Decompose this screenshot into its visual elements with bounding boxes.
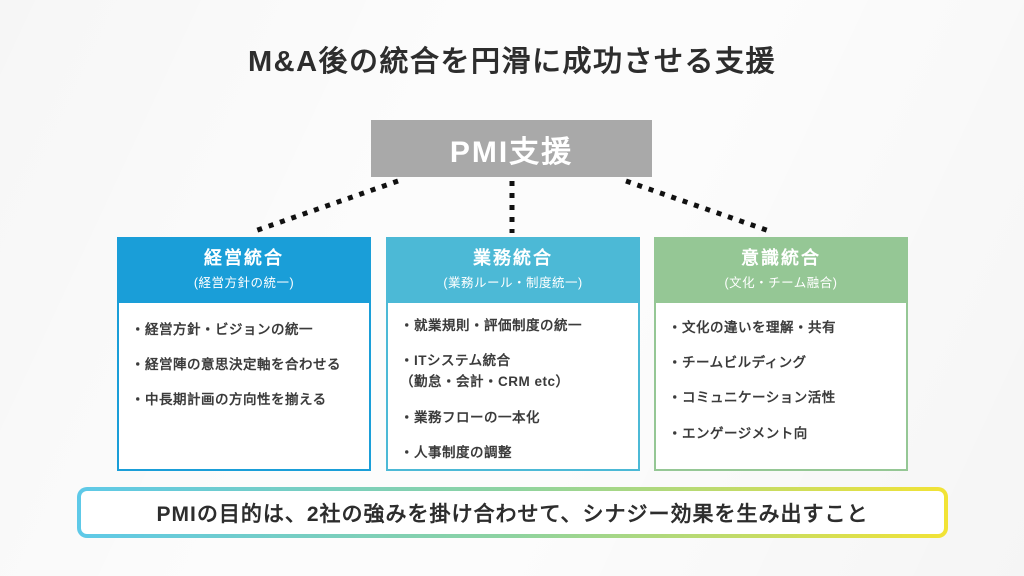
list-item: ・人事制度の調整 <box>400 444 512 460</box>
column-operations-integration: 業務統合 (業務ルール・制度統一) ・就業規則・評価制度の統一 ・ITシステム統… <box>386 237 640 471</box>
connector-line-left <box>251 178 399 235</box>
page-title: M&A後の統合を円滑に成功させる支援 <box>247 46 777 78</box>
list-item: ・文化の違いを理解・共有 <box>668 320 836 335</box>
footer-banner: PMIの目的は、2社の強みを掛け合わせて、シナジー効果を生み出すこと <box>77 487 948 538</box>
column-management-integration: 経営統合 (経営方針の統一) ・経営方針・ビジョンの統一 ・経営陣の意思決定軸を… <box>117 237 371 471</box>
root-box-pmi: PMI支援 <box>371 120 652 177</box>
column-subtitle: (経営方針の統一) <box>193 275 295 290</box>
column-body: ・文化の違いを理解・共有 ・チームビルディング ・コミュニケーション活性 ・エン… <box>654 301 908 471</box>
footer-text: PMIの目的は、2社の強みを掛け合わせて、シナジー効果を生み出すこと <box>81 491 944 534</box>
list-item: ・経営陣の意思決定軸を合わせる <box>131 357 341 373</box>
list-item: ・経営方針・ビジョンの統一 <box>131 322 313 337</box>
list-item: ・ITシステム統合 <box>400 353 511 369</box>
column-header: 意識統合 (文化・チーム融合) <box>654 237 908 301</box>
column-header: 経営統合 (経営方針の統一) <box>117 237 371 301</box>
column-body: ・経営方針・ビジョンの統一 ・経営陣の意思決定軸を合わせる ・中長期計画の方向性… <box>117 301 371 471</box>
column-body: ・就業規則・評価制度の統一 ・ITシステム統合 （勤怠・会計・CRM etc） … <box>386 301 640 471</box>
list-item: ・チームビルディング <box>668 355 807 371</box>
connector-line-right <box>625 178 773 235</box>
list-item: ・コミュニケーション活性 <box>668 390 836 406</box>
column-culture-integration: 意識統合 (文化・チーム融合) ・文化の違いを理解・共有 ・チームビルディング … <box>654 237 908 471</box>
column-title: 業務統合 <box>473 248 553 269</box>
root-box-label: PMI支援 <box>449 135 574 169</box>
column-subtitle: (文化・チーム融合) <box>724 275 838 290</box>
column-subtitle: (業務ルール・制度統一) <box>443 275 583 290</box>
column-title: 意識統合 <box>741 248 821 269</box>
column-header: 業務統合 (業務ルール・制度統一) <box>386 237 640 301</box>
list-item: ・中長期計画の方向性を揃える <box>131 392 327 408</box>
list-item: ・エンゲージメント向 <box>668 425 808 441</box>
list-item: ・就業規則・評価制度の統一 <box>400 318 582 333</box>
list-item: ・業務フローの一本化 <box>400 409 540 425</box>
list-item-continuation: （勤怠・会計・CRM etc） <box>400 374 570 390</box>
column-title: 経営統合 <box>204 248 284 269</box>
